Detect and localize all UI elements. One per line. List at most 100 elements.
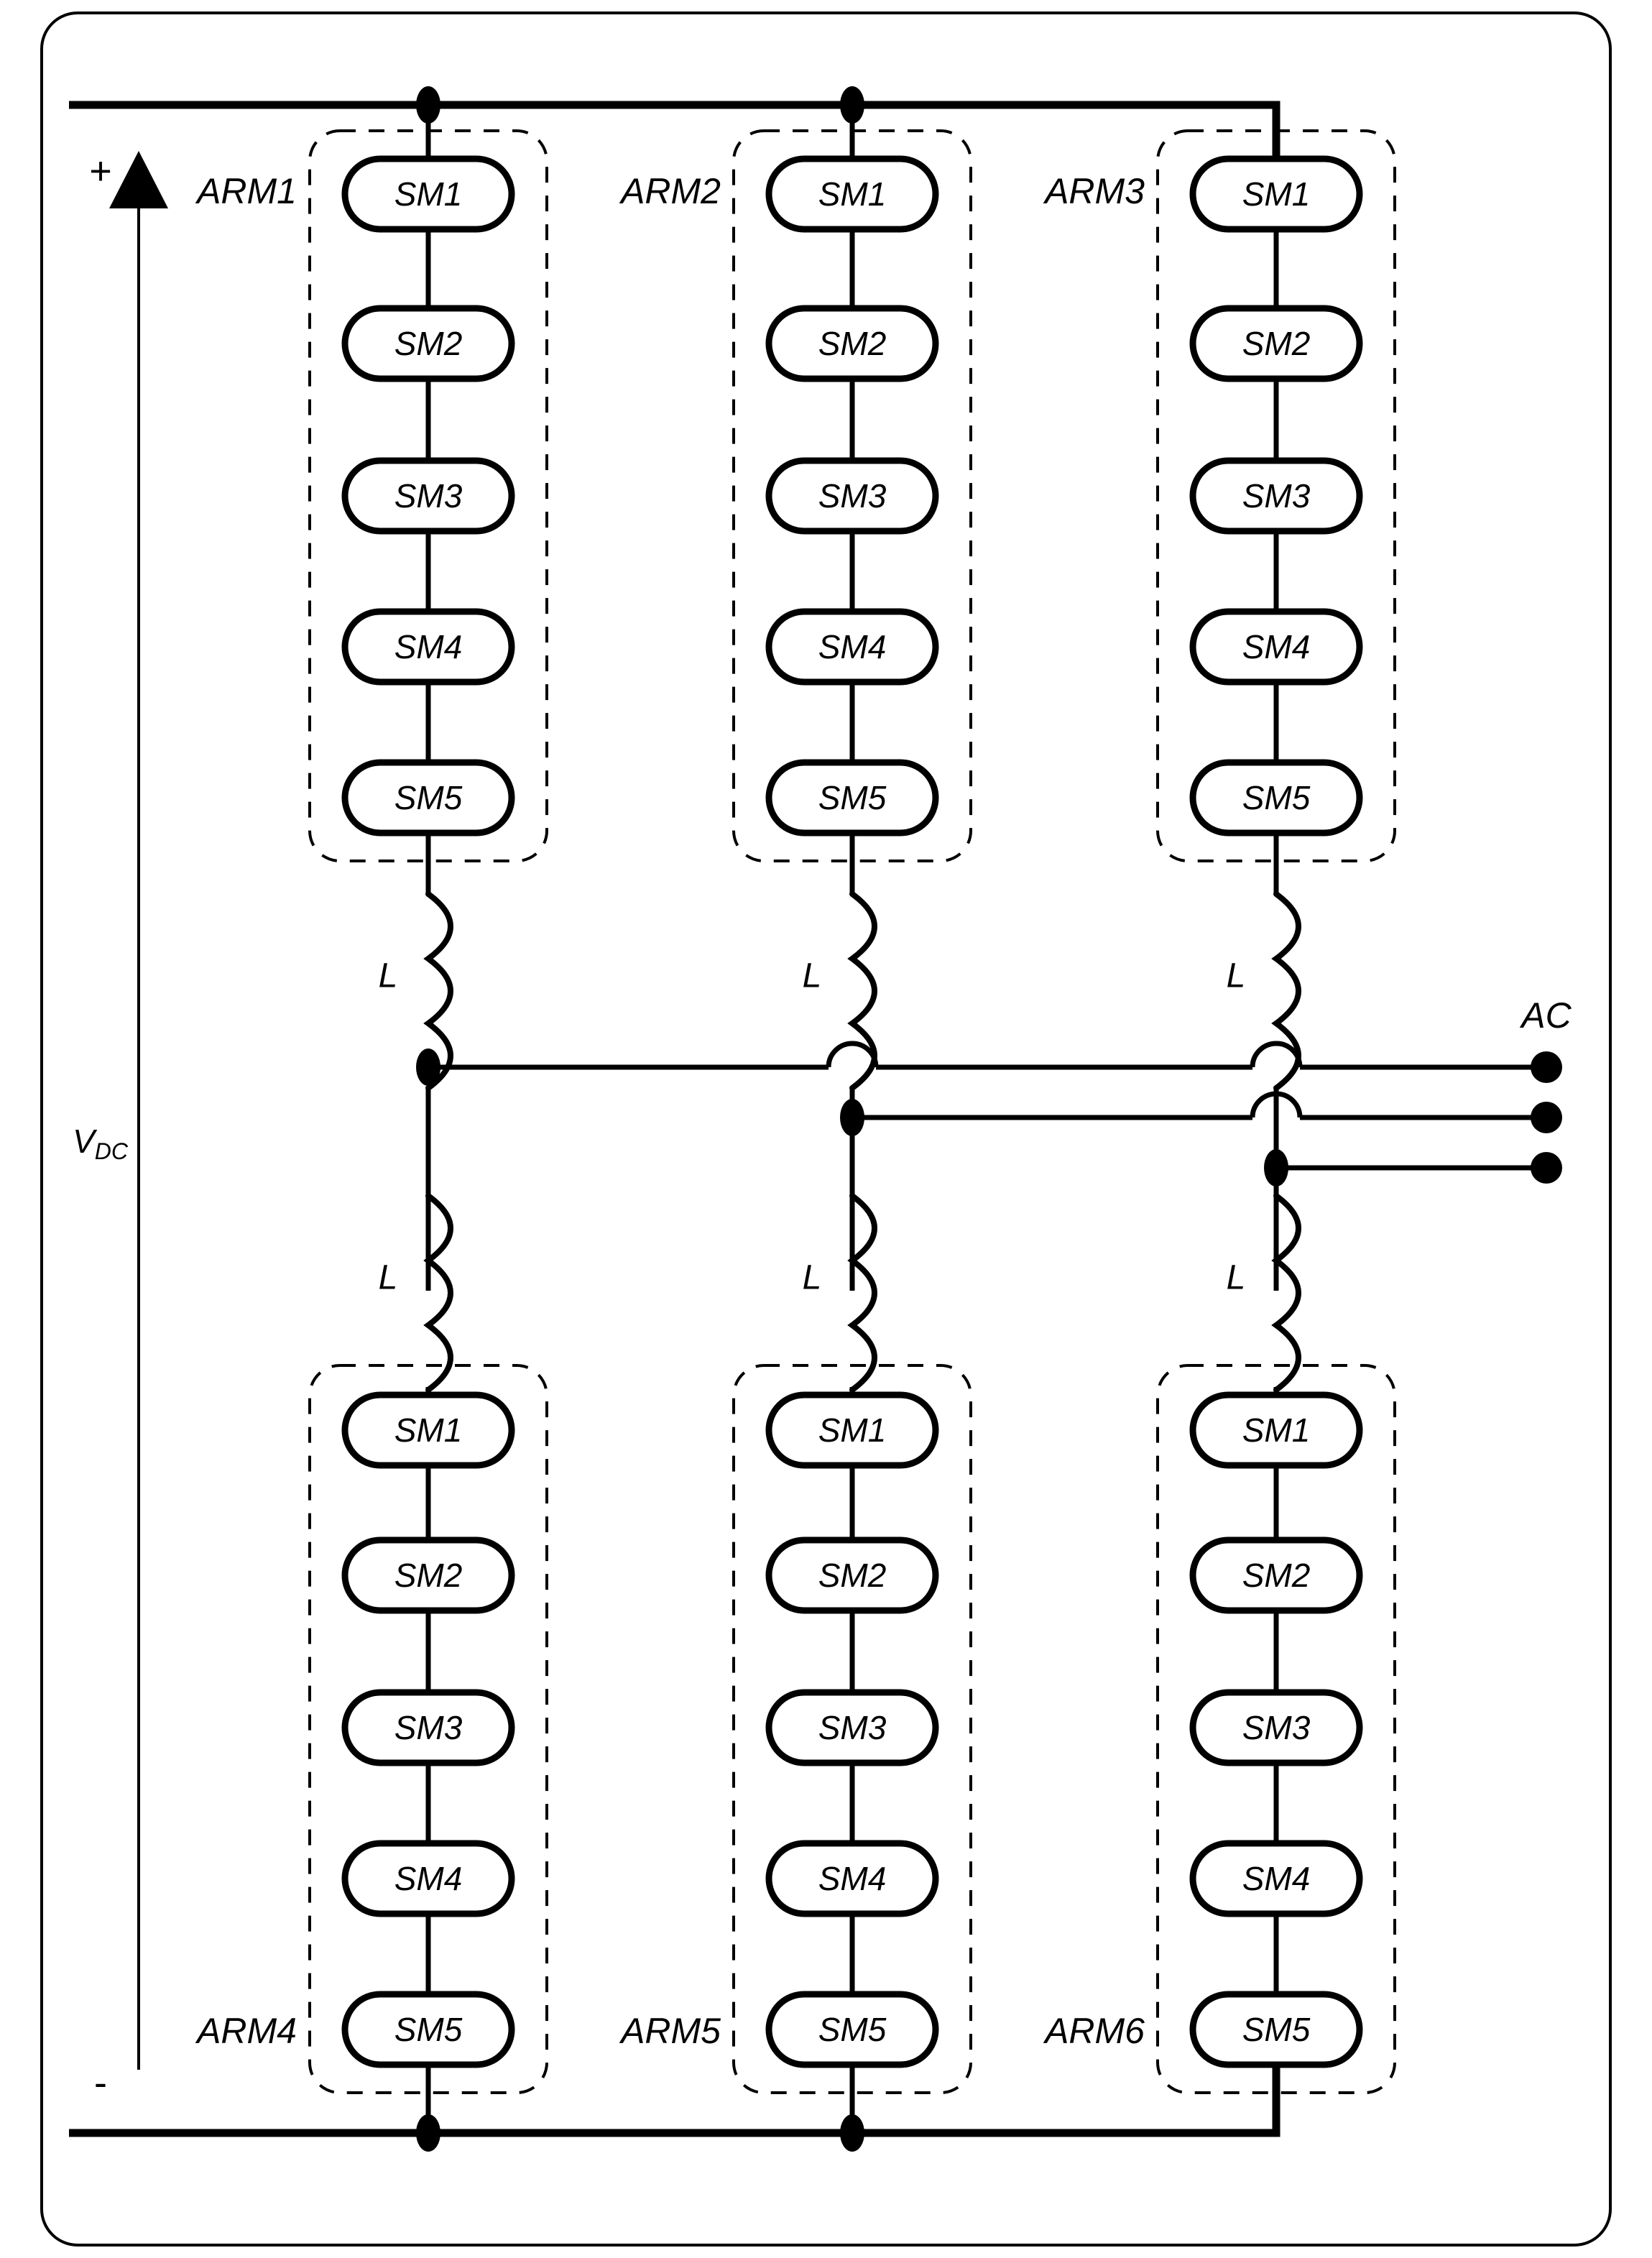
inductor-label-L-upper-2: L bbox=[803, 957, 822, 995]
arm-label-ARM2: ARM2 bbox=[619, 171, 721, 211]
submodule-label-ARM4-SM1: SM1 bbox=[394, 1411, 463, 1449]
submodule-ARM4-SM2[interactable] bbox=[341, 1536, 515, 1614]
submodule-label-ARM1-SM3: SM3 bbox=[394, 477, 463, 515]
submodule-ARM4-SM5[interactable] bbox=[341, 1991, 515, 2068]
inductor-label-L-upper-3: L bbox=[1227, 957, 1246, 995]
submodule-ARM2-SM2[interactable] bbox=[765, 305, 939, 382]
submodule-label-ARM3-SM4: SM4 bbox=[1242, 628, 1311, 665]
submodule-label-ARM3-SM5: SM5 bbox=[1242, 779, 1311, 816]
vdc-arrow-head bbox=[109, 151, 168, 208]
arm-group-ARM2: ARM2 SM1 SM2 SM3 SM4 SM5 bbox=[619, 105, 972, 894]
inductor-label-L-lower-3: L bbox=[1227, 1259, 1246, 1297]
submodule-ARM6-SM1[interactable] bbox=[1189, 1391, 1363, 1469]
submodule-ARM1-SM1[interactable] bbox=[341, 155, 515, 233]
ac-terminal-phase-1[interactable] bbox=[1531, 1051, 1562, 1083]
ac-line-phase-1 bbox=[428, 1041, 1562, 1083]
inductor-L-upper-1: L bbox=[379, 891, 453, 1091]
dc-minus-sign: - bbox=[94, 2061, 107, 2104]
submodule-ARM2-SM1[interactable] bbox=[765, 155, 939, 233]
arm-label-ARM6: ARM6 bbox=[1043, 2011, 1145, 2051]
submodule-ARM4-SM4[interactable] bbox=[341, 1840, 515, 1917]
submodule-label-ARM2-SM1: SM1 bbox=[818, 175, 887, 213]
junction-phase-2 bbox=[840, 1099, 864, 1136]
submodule-ARM1-SM3[interactable] bbox=[341, 457, 515, 535]
submodule-ARM1-SM5[interactable] bbox=[341, 759, 515, 837]
inductor-L-lower-1: L bbox=[379, 1193, 453, 1393]
inductor-L-lower-3: L bbox=[1227, 1193, 1301, 1393]
submodule-label-ARM4-SM2: SM2 bbox=[394, 1557, 463, 1594]
arm-boundary-ARM4 bbox=[308, 1364, 548, 2094]
submodule-label-ARM5-SM1: SM1 bbox=[818, 1411, 887, 1449]
junction-phase-3 bbox=[1264, 1149, 1288, 1186]
ac-terminal-phase-2[interactable] bbox=[1531, 1102, 1562, 1133]
submodule-label-ARM4-SM3: SM3 bbox=[394, 1709, 463, 1746]
submodule-ARM2-SM5[interactable] bbox=[765, 759, 939, 837]
ac-terminal-phase-3[interactable] bbox=[1531, 1152, 1562, 1184]
arm-group-ARM5: ARM5 SM1 SM2 SM3 SM4 SM5 bbox=[619, 1364, 972, 2133]
submodule-ARM6-SM2[interactable] bbox=[1189, 1536, 1363, 1614]
arm-label-ARM1: ARM1 bbox=[195, 171, 297, 211]
arm-label-ARM3: ARM3 bbox=[1043, 171, 1145, 211]
submodule-ARM6-SM5[interactable] bbox=[1189, 1991, 1363, 2068]
submodule-ARM3-SM3[interactable] bbox=[1189, 457, 1363, 535]
submodule-ARM5-SM3[interactable] bbox=[765, 1689, 939, 1766]
arm-label-ARM4: ARM4 bbox=[195, 2011, 297, 2051]
submodule-ARM2-SM4[interactable] bbox=[765, 608, 939, 686]
submodule-ARM3-SM5[interactable] bbox=[1189, 759, 1363, 837]
arm-group-ARM4: ARM4 SM1 SM2 SM3 SM4 SM5 bbox=[195, 1364, 548, 2133]
submodule-ARM1-SM4[interactable] bbox=[341, 608, 515, 686]
submodule-ARM5-SM5[interactable] bbox=[765, 1991, 939, 2068]
submodule-label-ARM6-SM3: SM3 bbox=[1242, 1709, 1311, 1746]
submodule-ARM2-SM3[interactable] bbox=[765, 457, 939, 535]
submodule-label-ARM6-SM5: SM5 bbox=[1242, 2011, 1311, 2048]
submodule-label-ARM2-SM3: SM3 bbox=[818, 477, 887, 515]
submodule-ARM5-SM4[interactable] bbox=[765, 1840, 939, 1917]
submodule-label-ARM1-SM1: SM1 bbox=[394, 175, 463, 213]
submodule-label-ARM2-SM4: SM4 bbox=[818, 628, 887, 665]
submodule-label-ARM3-SM2: SM2 bbox=[1242, 325, 1311, 362]
figure-border bbox=[40, 11, 1612, 2247]
inductor-L-upper-3: L bbox=[1227, 891, 1301, 1091]
submodule-label-ARM6-SM4: SM4 bbox=[1242, 1860, 1311, 1897]
submodule-ARM4-SM1[interactable] bbox=[341, 1391, 515, 1469]
arm-boundary-ARM6 bbox=[1156, 1364, 1396, 2094]
submodule-label-ARM6-SM2: SM2 bbox=[1242, 1557, 1311, 1594]
submodule-ARM5-SM1[interactable] bbox=[765, 1391, 939, 1469]
ac-line-phase-2 bbox=[852, 1091, 1562, 1133]
submodule-label-ARM4-SM4: SM4 bbox=[394, 1860, 463, 1897]
submodule-label-ARM5-SM5: SM5 bbox=[818, 2011, 887, 2048]
submodule-ARM1-SM2[interactable] bbox=[341, 305, 515, 382]
submodule-ARM3-SM2[interactable] bbox=[1189, 305, 1363, 382]
junction-phase-1 bbox=[416, 1049, 440, 1086]
submodule-label-ARM3-SM3: SM3 bbox=[1242, 477, 1311, 515]
inductor-label-L-lower-1: L bbox=[379, 1259, 398, 1297]
junction-dc-neg-arm5 bbox=[840, 2114, 864, 2152]
submodule-ARM3-SM1[interactable] bbox=[1189, 155, 1363, 233]
submodule-ARM4-SM3[interactable] bbox=[341, 1689, 515, 1766]
submodule-ARM6-SM4[interactable] bbox=[1189, 1840, 1363, 1917]
arm-boundary-ARM5 bbox=[732, 1364, 972, 2094]
dc-plus-sign: + bbox=[89, 149, 112, 193]
junction-dc-neg-arm4 bbox=[416, 2114, 440, 2152]
submodule-ARM6-SM3[interactable] bbox=[1189, 1689, 1363, 1766]
submodule-label-ARM1-SM4: SM4 bbox=[394, 628, 463, 665]
submodule-label-ARM5-SM2: SM2 bbox=[818, 1557, 887, 1594]
arm-label-ARM5: ARM5 bbox=[619, 2011, 721, 2051]
submodule-label-ARM1-SM5: SM5 bbox=[394, 779, 463, 816]
junction-dc-pos-arm2 bbox=[840, 86, 864, 124]
inductor-label-L-upper-1: L bbox=[379, 957, 398, 995]
vdc-label: VDC bbox=[73, 1123, 129, 1164]
submodule-label-ARM6-SM1: SM1 bbox=[1242, 1411, 1311, 1449]
ac-line-phase-3 bbox=[1276, 1152, 1562, 1184]
submodule-label-ARM5-SM3: SM3 bbox=[818, 1709, 887, 1746]
submodule-ARM5-SM2[interactable] bbox=[765, 1536, 939, 1614]
submodule-ARM3-SM4[interactable] bbox=[1189, 608, 1363, 686]
arm-group-ARM6: ARM6 SM1 SM2 SM3 SM4 SM5 bbox=[1043, 1364, 1396, 2133]
submodule-label-ARM1-SM2: SM2 bbox=[394, 325, 463, 362]
submodule-label-ARM5-SM4: SM4 bbox=[818, 1860, 887, 1897]
arm-group-ARM3: ARM3 SM1 SM2 SM3 SM4 SM5 bbox=[1043, 105, 1396, 894]
submodule-label-ARM3-SM1: SM1 bbox=[1242, 175, 1311, 213]
arm-group-ARM1: ARM1 SM1 SM2 SM3 SM4 SM5 bbox=[195, 105, 548, 894]
